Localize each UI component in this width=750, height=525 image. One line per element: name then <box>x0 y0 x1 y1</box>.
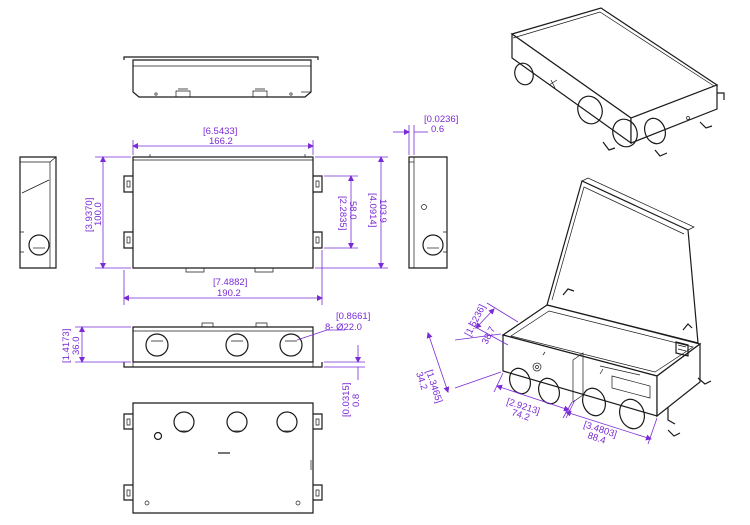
front-elevation-view: [1.4173] 36.0 [0.8661] 8- Ø22.0 [0.0315]… <box>61 311 370 417</box>
dim-lip-in: [0.0236] <box>424 114 458 125</box>
right-side-view: [0.0236] 0.6 <box>393 114 458 269</box>
top-plan-view <box>123 154 323 273</box>
dim-lip-mm: 0.6 <box>431 124 444 135</box>
dim-top-height-in: [3.9370] <box>84 198 95 232</box>
dim-overall-height-mm: 103.9 <box>377 199 388 223</box>
dim-knockout-in: [0.8661] <box>336 311 370 322</box>
isometric-open-view <box>501 177 712 437</box>
bottom-view <box>123 402 323 514</box>
dim-top-height-mm: 100.0 <box>93 202 104 226</box>
dim-iso-ko-offset-mm: 74.2 <box>510 407 531 423</box>
dim-iso-ko-span-mm: 88.4 <box>586 430 607 446</box>
dim-knockout-mm: 8- Ø22.0 <box>325 322 362 333</box>
dim-iso-ko-pitch-mm: 38.7 <box>480 325 498 346</box>
dim-overall-width-mm: 190.2 <box>217 288 241 299</box>
dim-iso-depth-mm: 34.2 <box>413 371 429 392</box>
dim-depth-mm: 36.0 <box>71 337 82 356</box>
top-plan-dimensions: [6.5433] 166.2 [3.9370] 100.0 [7.4882] 1… <box>84 126 388 305</box>
dim-flange-in: [0.0315] <box>341 383 352 417</box>
left-side-view <box>19 156 57 269</box>
dim-top-width-in: [6.5433] <box>203 126 237 137</box>
dim-inner-height-in: [2.2835] <box>337 196 348 230</box>
dim-top-width-mm: 166.2 <box>209 136 233 147</box>
dim-depth-in: [1.4173] <box>61 329 72 363</box>
dim-flange-mm: 0.8 <box>351 394 362 407</box>
dim-overall-width-in: [7.4882] <box>213 277 247 288</box>
dim-inner-height-mm: 58.0 <box>347 201 358 220</box>
dim-overall-height-in: [4.0914] <box>367 193 378 227</box>
isometric-closed-view <box>510 7 725 157</box>
top-edge-view <box>123 56 319 98</box>
